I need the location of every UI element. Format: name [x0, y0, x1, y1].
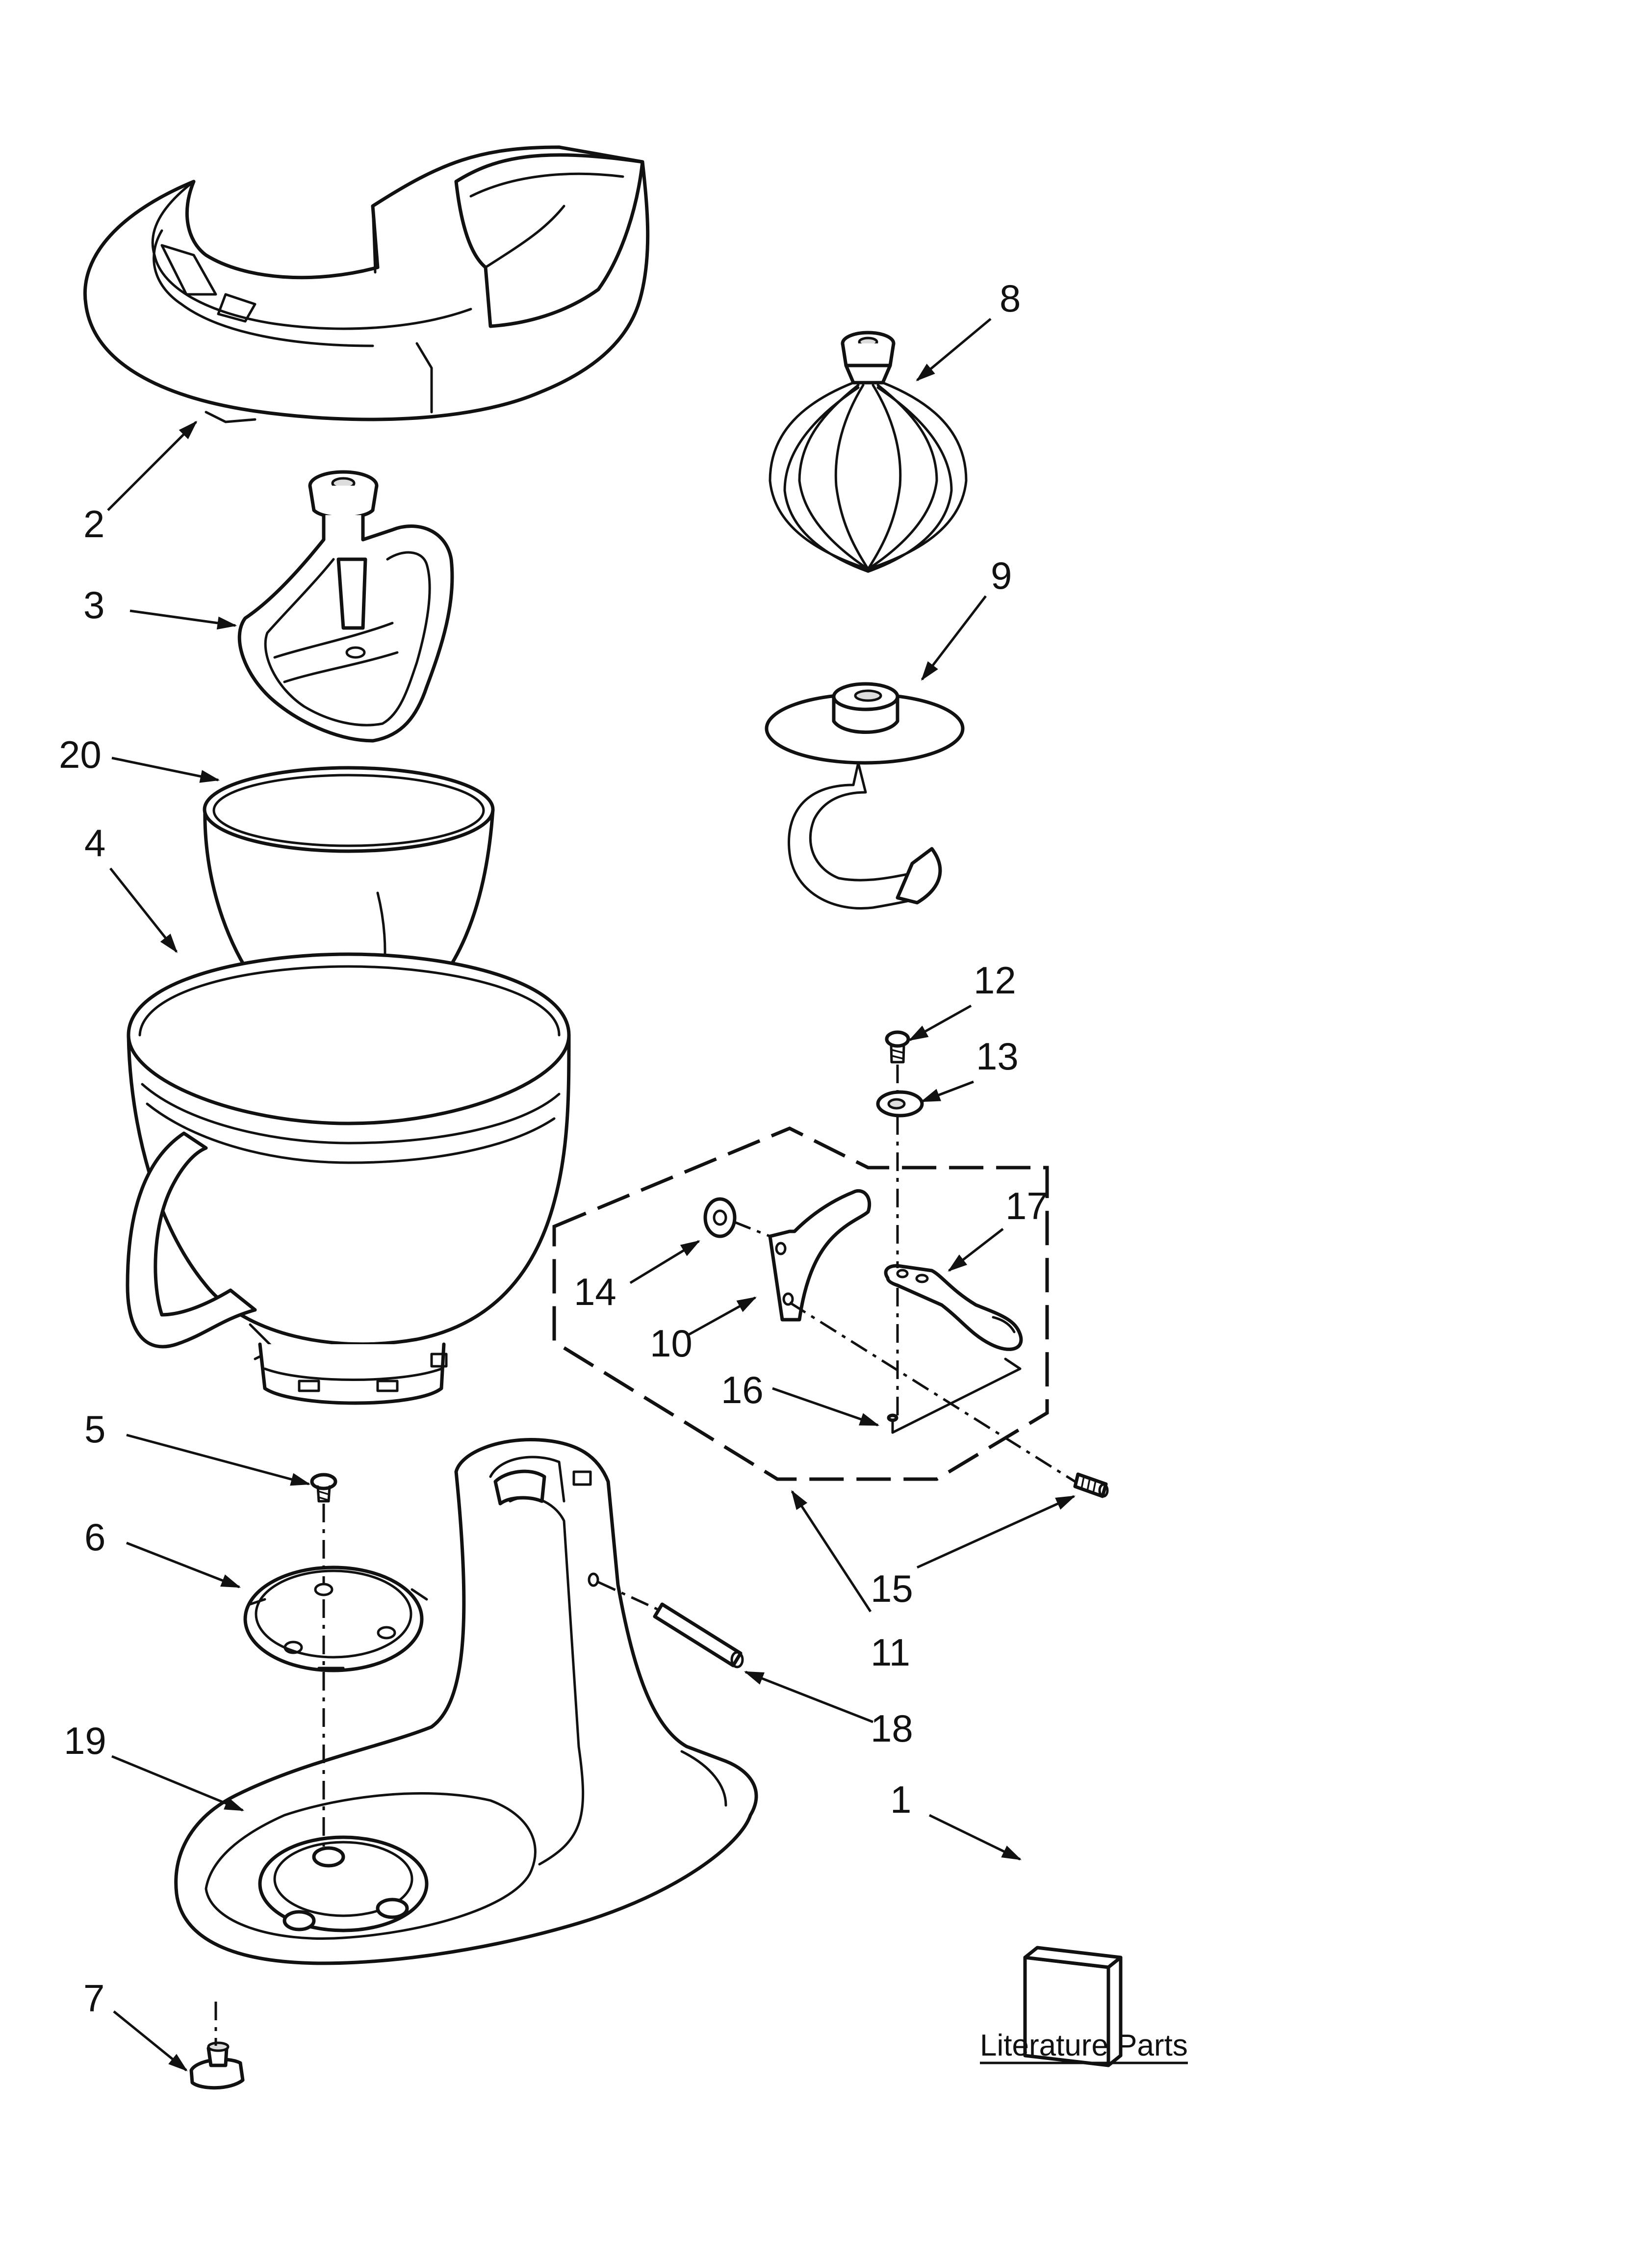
lever-17: [884, 1264, 1023, 1351]
callout-7: 7: [83, 1977, 104, 2020]
callout-19: 19: [64, 1719, 106, 1762]
callout-12: 12: [974, 959, 1016, 1002]
screw-5: [310, 1473, 337, 1503]
literature-parts-caption: Literature Parts: [980, 2029, 1188, 2064]
callout-3: 3: [83, 583, 104, 626]
foot-7: [189, 2041, 245, 2090]
literature-parts-label: Literature Parts: [980, 2029, 1188, 2062]
screw-12: [885, 1030, 910, 1064]
callout-9: 9: [991, 554, 1012, 597]
rod-16: [887, 1357, 1022, 1434]
trim-band-6: [243, 1565, 428, 1672]
washer-13: [876, 1090, 924, 1118]
callout-labels: 2 3 20 4 8 9 12 13 17 14 10 16 5 6 15 11…: [59, 277, 1048, 2020]
pin-15: [1073, 1472, 1109, 1498]
callout-17: 17: [1005, 1184, 1048, 1227]
mixing-bowl: [126, 952, 571, 1405]
callout-15: 15: [871, 1567, 913, 1610]
callout-1: 1: [890, 1778, 911, 1821]
assembly-axes: [214, 1065, 1076, 2046]
leader-lines: [107, 318, 1076, 2072]
wire-whip: [769, 331, 968, 573]
washer-14: [703, 1197, 737, 1238]
kit-boundary: [552, 1126, 1049, 1481]
callout-14: 14: [574, 1270, 616, 1313]
literature-booklet: [1023, 1946, 1123, 2067]
dough-hook: [765, 682, 965, 910]
callout-13: 13: [976, 1035, 1019, 1078]
bracket-10: [768, 1189, 872, 1322]
flat-beater: [237, 470, 454, 743]
callout-20: 20: [59, 733, 102, 776]
pedestal-19: [174, 1437, 758, 1965]
callout-6: 6: [84, 1515, 105, 1559]
callout-18: 18: [871, 1707, 913, 1750]
callout-2: 2: [83, 502, 104, 546]
pouring-shield: [83, 145, 650, 423]
callout-8: 8: [1000, 277, 1021, 320]
callout-16: 16: [721, 1368, 764, 1411]
callout-4: 4: [84, 821, 105, 864]
callout-10: 10: [650, 1322, 693, 1365]
callout-11: 11: [871, 1631, 910, 1674]
callout-5: 5: [84, 1408, 105, 1451]
hinge-pin-18: [653, 1602, 744, 1668]
